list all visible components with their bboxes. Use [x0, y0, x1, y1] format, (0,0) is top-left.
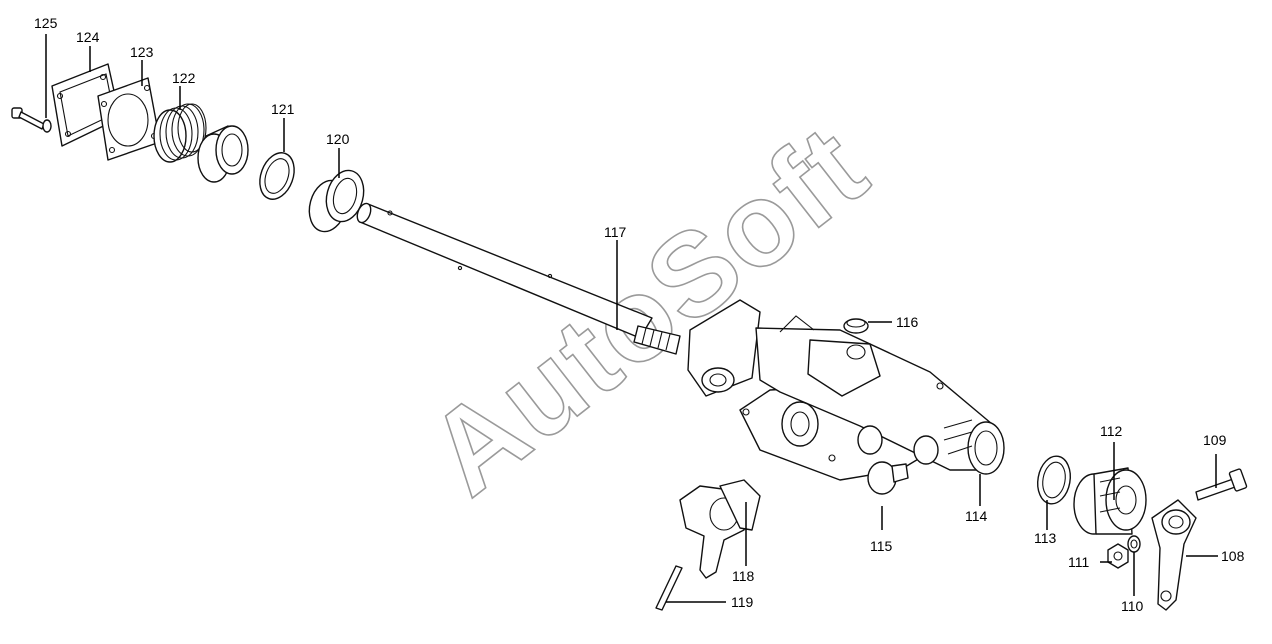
part-120-bearing: [308, 169, 365, 233]
label-123: 123: [130, 44, 154, 60]
part-122-spring: [153, 103, 207, 163]
part-108-pitman-arm: [1151, 499, 1197, 611]
label-124: 124: [76, 29, 100, 45]
label-125: 125: [34, 15, 58, 31]
part-housing: [687, 299, 1005, 481]
label-122: 122: [172, 70, 196, 86]
label-118: 118: [732, 568, 755, 584]
part-121-ring: [259, 152, 295, 200]
part-109-bolt: [1195, 468, 1248, 501]
part-119-pin: [655, 565, 683, 611]
label-108: 108: [1221, 548, 1245, 564]
label-112: 112: [1100, 423, 1123, 439]
label-116: 116: [896, 314, 919, 330]
label-120: 120: [326, 131, 350, 147]
label-110: 110: [1121, 598, 1144, 614]
label-115: 115: [870, 538, 893, 554]
part-115-plug: [867, 461, 909, 495]
part-122-sleeve: [197, 125, 249, 183]
part-112-seal: [1073, 467, 1147, 535]
label-109: 109: [1203, 432, 1227, 448]
part-117-shaft: [356, 202, 681, 355]
label-114: 114: [965, 508, 988, 524]
label-111: 111: [1068, 554, 1089, 570]
part-118-lever: [679, 479, 761, 579]
callout-labels: 125 124 123 122 121 120 117 116 115 114 …: [34, 15, 1245, 614]
part-111-nut: [1107, 543, 1129, 569]
label-113: 113: [1034, 530, 1057, 546]
label-119: 119: [731, 594, 754, 610]
label-121: 121: [271, 101, 295, 117]
part-125-bolt: [11, 107, 52, 133]
label-117: 117: [604, 224, 627, 240]
part-110-washer: [1127, 535, 1141, 553]
part-113-washer: [1037, 455, 1071, 505]
leader-lines: [45, 34, 1218, 603]
part-116-plug: [843, 318, 869, 334]
